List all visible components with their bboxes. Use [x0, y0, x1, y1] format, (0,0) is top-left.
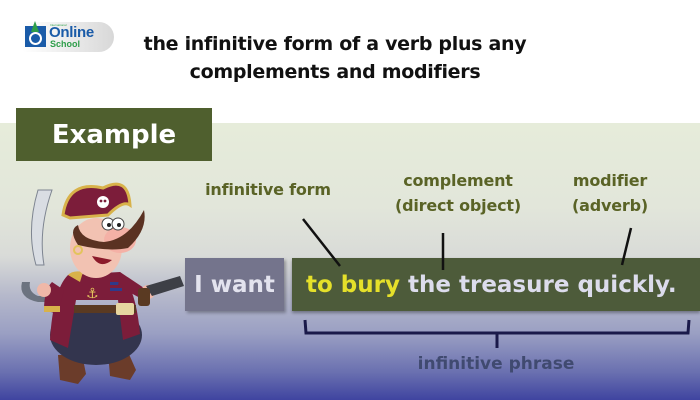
logo-small-text: International: [50, 23, 67, 27]
label-complement-text: complement: [403, 171, 513, 190]
sentence-subject-box: I want: [185, 258, 284, 311]
sentence-infinitive: to bury: [306, 271, 400, 298]
logo-brand-main: Online: [49, 24, 94, 41]
bracket-label: infinitive phrase: [417, 354, 575, 374]
logo-brand-sub: School: [50, 39, 81, 49]
sentence-subject: I want: [194, 271, 275, 298]
pirate-character-illustration: ⚓: [21, 182, 184, 384]
sentence-modifier: quickly.: [577, 271, 677, 298]
infinitive-phrase-box: to bury the treasure quickly.: [292, 258, 700, 311]
bracket-line: [303, 319, 691, 335]
title-line-2: complements and modifiers: [189, 61, 481, 83]
svg-text:⚓: ⚓: [86, 286, 99, 302]
online-school-logo: International Online School: [22, 21, 114, 52]
title-line-1: the infinitive form of a verb plus any: [143, 33, 527, 55]
logo-triangle-icon: [31, 21, 39, 32]
sentence-complement: the treasure: [408, 271, 570, 298]
label-infinitive-form-text: infinitive form: [205, 180, 331, 199]
online-school-logo-icon: [25, 21, 46, 47]
label-modifier-subtext: (adverb): [572, 196, 648, 215]
page-title: the infinitive form of a verb plus any c…: [125, 30, 545, 86]
logo-ring-icon: [29, 32, 42, 45]
label-infinitive-form: infinitive form: [188, 177, 348, 202]
pointer-line-infinitive: [302, 218, 341, 267]
label-complement-subtext: (direct object): [395, 196, 521, 215]
label-modifier: modifier (adverb): [555, 168, 665, 218]
label-complement: complement (direct object): [378, 168, 538, 218]
label-modifier-text: modifier: [572, 171, 648, 190]
pointer-line-modifier: [620, 227, 633, 266]
example-heading: Example: [16, 108, 212, 161]
